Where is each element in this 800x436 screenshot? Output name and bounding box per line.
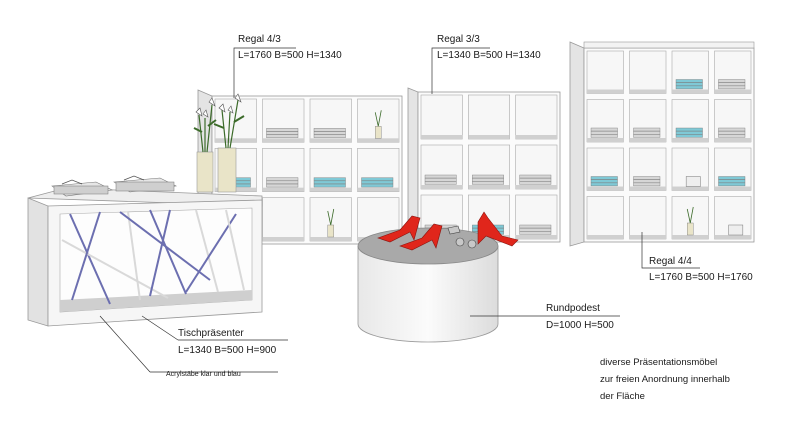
- shelf-cell: [629, 50, 667, 94]
- folded-clothes: [313, 134, 346, 138]
- description-line-2: zur freien Anordnung innerhalb: [600, 374, 730, 385]
- clothing-stack-1: [51, 179, 114, 197]
- folded-clothes: [633, 182, 661, 187]
- round-podium: [357, 211, 519, 343]
- description-note: diverse Präsentationsmöbel zur freien An…: [600, 354, 790, 405]
- folded-clothes: [424, 174, 457, 179]
- folded-clothes: [633, 127, 661, 132]
- folded-clothes: [424, 181, 457, 185]
- folded-clothes: [472, 181, 504, 185]
- regal-44-shelf: [569, 41, 755, 247]
- shelf-cell: [468, 94, 510, 140]
- folded-clothes: [519, 224, 552, 229]
- folded-clothes: [590, 179, 618, 183]
- folded-clothes: [675, 85, 703, 90]
- decor-shoes-grey: [447, 225, 477, 249]
- folded-clothes: [519, 177, 552, 182]
- folded-clothes: [266, 134, 299, 138]
- folded-clothes: [633, 179, 661, 183]
- rundpodest-dims: D=1000 H=500: [546, 320, 614, 331]
- folded-clothes: [675, 79, 703, 83]
- shelf-cell: [586, 196, 624, 240]
- regal-33-title: Regal 3/3: [437, 34, 480, 45]
- regal-43-dims: L=1760 B=500 H=1340: [238, 50, 342, 61]
- folded-clothes: [675, 127, 703, 132]
- folded-clothes: [718, 134, 746, 138]
- folded-clothes: [266, 180, 299, 185]
- regal-33-shelf: [407, 87, 561, 247]
- folded-clothes: [718, 176, 746, 180]
- tischpraesenter-dims: L=1340 B=500 H=900: [178, 345, 277, 356]
- regal-43-title: Regal 4/3: [238, 34, 281, 45]
- folded-clothes: [718, 182, 746, 187]
- tischpraesenter-title: Tischpräsenter: [178, 328, 244, 339]
- folded-clothes: [519, 227, 552, 232]
- folded-clothes: [675, 82, 703, 86]
- folded-clothes: [718, 85, 746, 90]
- folded-clothes: [519, 181, 552, 185]
- folded-clothes: [590, 176, 618, 180]
- folded-clothes: [313, 183, 346, 188]
- folded-clothes: [718, 127, 746, 132]
- folded-clothes: [633, 176, 661, 180]
- folded-clothes: [519, 174, 552, 179]
- folded-clothes: [266, 183, 299, 188]
- vase-left: [193, 97, 217, 193]
- folded-clothes: [718, 130, 746, 135]
- shelf-cell: [629, 196, 667, 240]
- folded-clothes: [266, 128, 299, 132]
- folded-clothes: [361, 180, 394, 185]
- acryl-note: Acrylstäbe klar und blau: [166, 371, 241, 378]
- vase-right: [213, 93, 245, 193]
- shelf-cell: [586, 50, 624, 94]
- folded-clothes: [313, 128, 346, 132]
- table-presenter: [27, 175, 263, 327]
- folded-clothes: [424, 177, 457, 182]
- acrylic-rods: [61, 209, 245, 305]
- folded-clothes: [590, 130, 618, 135]
- folded-clothes: [590, 182, 618, 187]
- folded-clothes: [361, 177, 394, 181]
- regal-33-dims: L=1340 B=500 H=1340: [437, 50, 541, 61]
- description-line-3: der Fläche: [600, 391, 645, 402]
- shelf-cell: [262, 197, 305, 242]
- shelf-cell: [515, 94, 558, 140]
- folded-clothes: [590, 127, 618, 132]
- folded-clothes: [266, 131, 299, 135]
- folded-clothes: [313, 177, 346, 181]
- folded-clothes: [313, 131, 346, 135]
- regal-44-title: Regal 4/4: [649, 256, 692, 267]
- folded-clothes: [361, 183, 394, 188]
- folded-clothes: [718, 82, 746, 86]
- storage-box: [685, 176, 701, 187]
- folded-clothes: [718, 79, 746, 83]
- folded-clothes: [675, 130, 703, 135]
- folded-clothes: [519, 231, 552, 235]
- folded-clothes: [266, 177, 299, 181]
- folded-clothes: [590, 134, 618, 138]
- folded-clothes: [313, 180, 346, 185]
- folded-clothes: [472, 174, 504, 179]
- folded-clothes: [633, 134, 661, 138]
- folded-clothes: [472, 177, 504, 182]
- storage-box: [728, 224, 744, 236]
- rundpodest-title: Rundpodest: [546, 303, 600, 314]
- folded-clothes: [675, 134, 703, 138]
- shelf-cell: [420, 94, 463, 140]
- description-line-1: diverse Präsentationsmöbel: [600, 357, 718, 368]
- leader-lines: [99, 47, 700, 373]
- folded-clothes: [718, 179, 746, 183]
- red-shoes: [377, 211, 519, 251]
- clothing-stack-2: [113, 175, 178, 193]
- folded-clothes: [633, 130, 661, 135]
- regal-44-dims: L=1760 B=500 H=1760: [649, 272, 753, 283]
